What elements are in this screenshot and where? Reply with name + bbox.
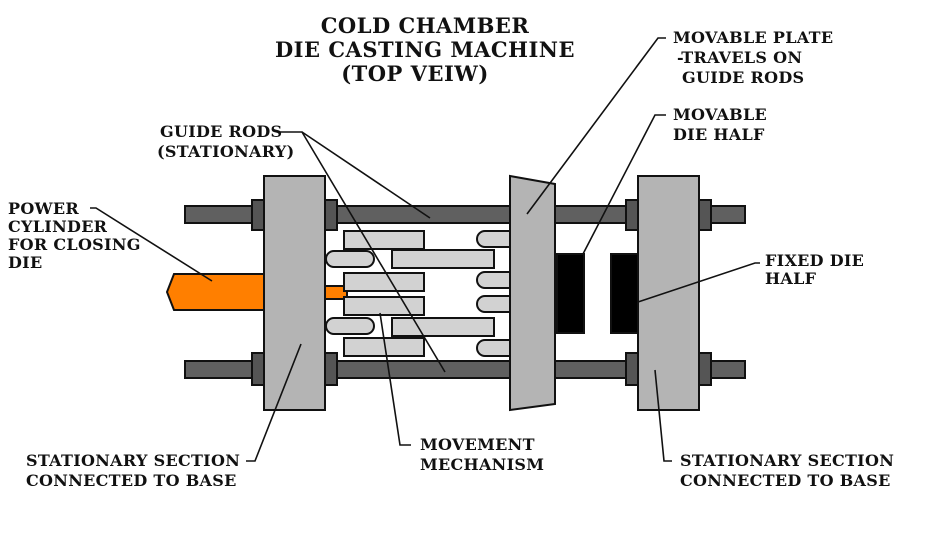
fixed-die-half (610, 253, 639, 334)
label-stationary-section-right: STATIONARY SECTION CONNECTED TO BASE (680, 451, 894, 490)
nut (324, 199, 338, 231)
label-guide-rods-line-1: GUIDE RODS (160, 122, 282, 141)
label-stationary-left-line-1: STATIONARY SECTION (26, 451, 240, 470)
leader-lines (90, 37, 760, 462)
link-left-2 (325, 317, 375, 335)
nut (625, 199, 639, 231)
nut (251, 199, 265, 231)
stationary-section-right (637, 175, 700, 411)
bar-3 (343, 272, 425, 292)
label-stationary-section-left: STATIONARY SECTION CONNECTED TO BASE (26, 451, 240, 490)
stationary-section-left (263, 175, 326, 411)
leader-movement-mechanism (379, 312, 411, 446)
label-stationary-right-line-2: CONNECTED TO BASE (680, 471, 891, 490)
label-movement-mechanism: MOVEMENT MECHANISM (420, 435, 544, 474)
nut (698, 199, 712, 231)
label-power-cylinder: POWER CYLINDER FOR CLOSING DIE (8, 199, 141, 272)
label-movable-plate-line-3: GUIDE RODS (682, 68, 804, 87)
nut (698, 352, 712, 386)
label-power-cylinder-line-3: FOR CLOSING (8, 235, 141, 254)
label-fixed-die-half-line-1: FIXED DIE (765, 251, 864, 270)
leader-fixed-die-half (637, 262, 760, 303)
label-movement-mechanism-line-1: MOVEMENT (420, 435, 535, 454)
label-guide-rods: GUIDE RODS (STATIONARY) (157, 122, 294, 161)
label-guide-rods-line-2: (STATIONARY) (157, 142, 294, 161)
leader-movable-plate (526, 37, 666, 215)
nut (625, 352, 639, 386)
title-line-2: DIE CASTING MACHINE (275, 37, 575, 62)
movable-die-half (556, 253, 585, 334)
nut (324, 352, 338, 386)
label-movable-die-half: MOVABLE DIE HALF (673, 105, 767, 144)
leader-power-cylinder (90, 207, 213, 282)
label-power-cylinder-line-1: POWER (8, 199, 79, 218)
label-stationary-left-line-2: CONNECTED TO BASE (26, 471, 237, 490)
bar-1 (343, 230, 425, 250)
label-power-cylinder-line-2: CYLINDER (8, 217, 108, 236)
label-movable-plate-line-2: -TRAVELS ON (677, 48, 802, 67)
label-fixed-die-half: FIXED DIE HALF (765, 251, 864, 288)
power-cylinder (165, 273, 348, 311)
label-movable-plate: MOVABLE PLATE -TRAVELS ON GUIDE RODS (673, 28, 833, 87)
bar-2 (391, 249, 495, 269)
label-movable-die-half-line-2: DIE HALF (673, 125, 765, 144)
label-power-cylinder-line-4: DIE (8, 253, 42, 272)
bar-5 (391, 317, 495, 337)
power-cylinder-body (165, 273, 265, 311)
label-movable-die-half-line-1: MOVABLE (673, 105, 767, 124)
movement-mechanism (325, 230, 518, 357)
link-left-1 (325, 250, 375, 268)
label-movement-mechanism-line-2: MECHANISM (420, 455, 544, 474)
label-movable-plate-line-1: MOVABLE PLATE (673, 28, 833, 47)
leader-stationary-left (246, 343, 302, 462)
leader-stationary-right (654, 369, 672, 462)
leader-guide-rods-2 (301, 131, 431, 219)
label-fixed-die-half-line-2: HALF (765, 269, 817, 288)
title-line-1: COLD CHAMBER (321, 13, 530, 38)
bar-4 (343, 296, 425, 316)
leader-movable-die-half (582, 114, 666, 255)
title-line-3: (TOP VEIW) (341, 61, 489, 86)
label-stationary-right-line-1: STATIONARY SECTION (680, 451, 894, 470)
movable-plate (509, 174, 556, 412)
nut (251, 352, 265, 386)
